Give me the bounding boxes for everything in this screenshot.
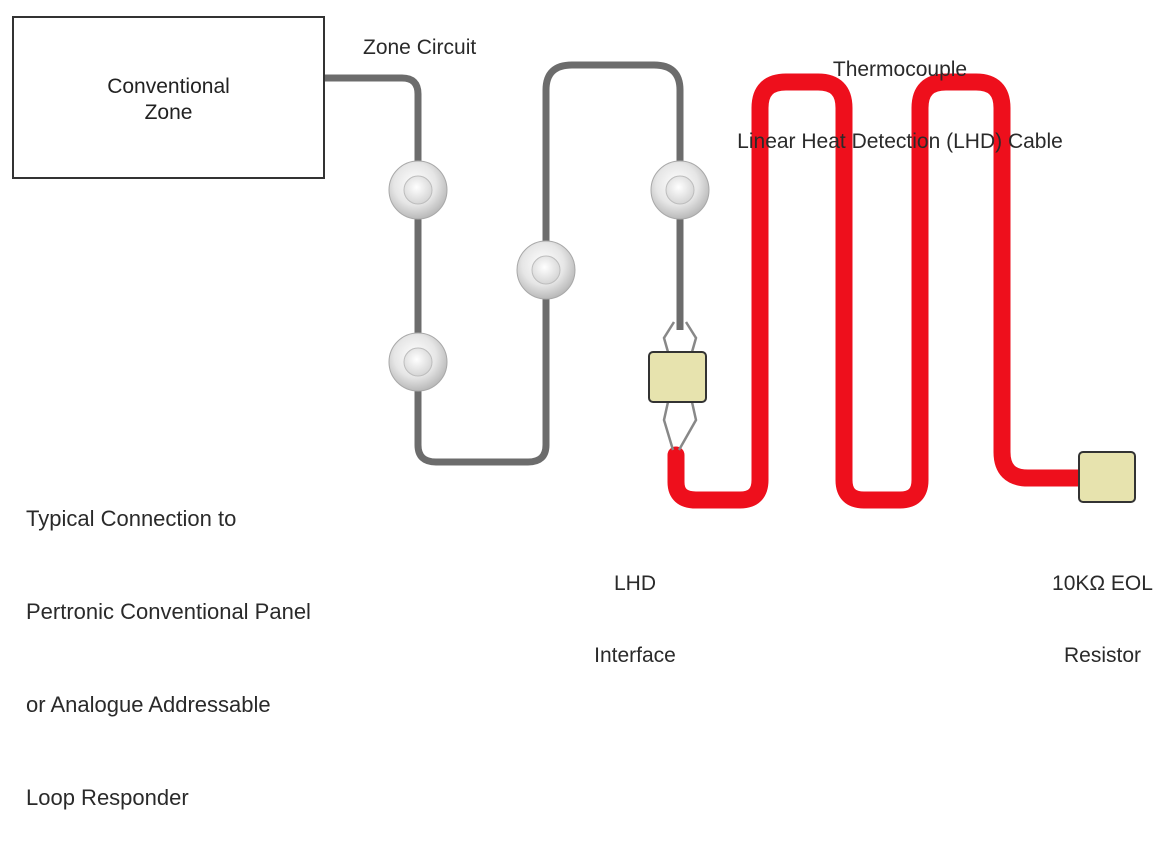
lhd-interface-box (648, 351, 707, 403)
lhd-cable-label-line2: Linear Heat Detection (LHD) Cable (737, 130, 1063, 153)
caption-line4: Loop Responder (26, 785, 189, 810)
caption-line3: or Analogue Addressable (26, 692, 271, 717)
caption-line2: Pertronic Conventional Panel (26, 599, 311, 624)
zone-circuit-label: Zone Circuit (363, 36, 477, 59)
caption-line1: Typical Connection to (26, 506, 237, 531)
detector-3 (650, 160, 710, 220)
lhd-cable (667, 73, 1091, 509)
eol-label-line1: 10KΩ EOL (1052, 572, 1153, 595)
conventional-zone-label: Conventional Zone (14, 74, 323, 126)
detector-2 (516, 240, 576, 300)
zone-label-line2: Zone (144, 101, 193, 124)
zone-label-line1: Conventional (107, 75, 230, 98)
lhd-interface-label-line2: Interface (594, 644, 676, 667)
zone-circuit-wire (325, 61, 684, 466)
lhd-cable-label-line1: Thermocouple (832, 58, 968, 81)
interface-upper-leads (662, 321, 698, 353)
eol-resistor-label: 10KΩ EOL Resistor (1040, 524, 1165, 692)
eol-resistor-box (1078, 451, 1136, 503)
detector-1 (388, 160, 448, 220)
interface-lower-leads (662, 401, 698, 451)
eol-label-line2: Resistor (1063, 644, 1142, 667)
caption: Typical Connection to Pertronic Conventi… (26, 441, 311, 844)
detector-4 (388, 332, 448, 392)
lhd-interface-label-line1: LHD (613, 572, 656, 595)
lhd-interface-label: LHD Interface (575, 524, 695, 692)
lhd-cable-label: Thermocouple Linear Heat Detection (LHD)… (690, 10, 1110, 178)
conventional-zone-box: Conventional Zone (12, 16, 325, 179)
connection-diagram (325, 61, 1136, 509)
